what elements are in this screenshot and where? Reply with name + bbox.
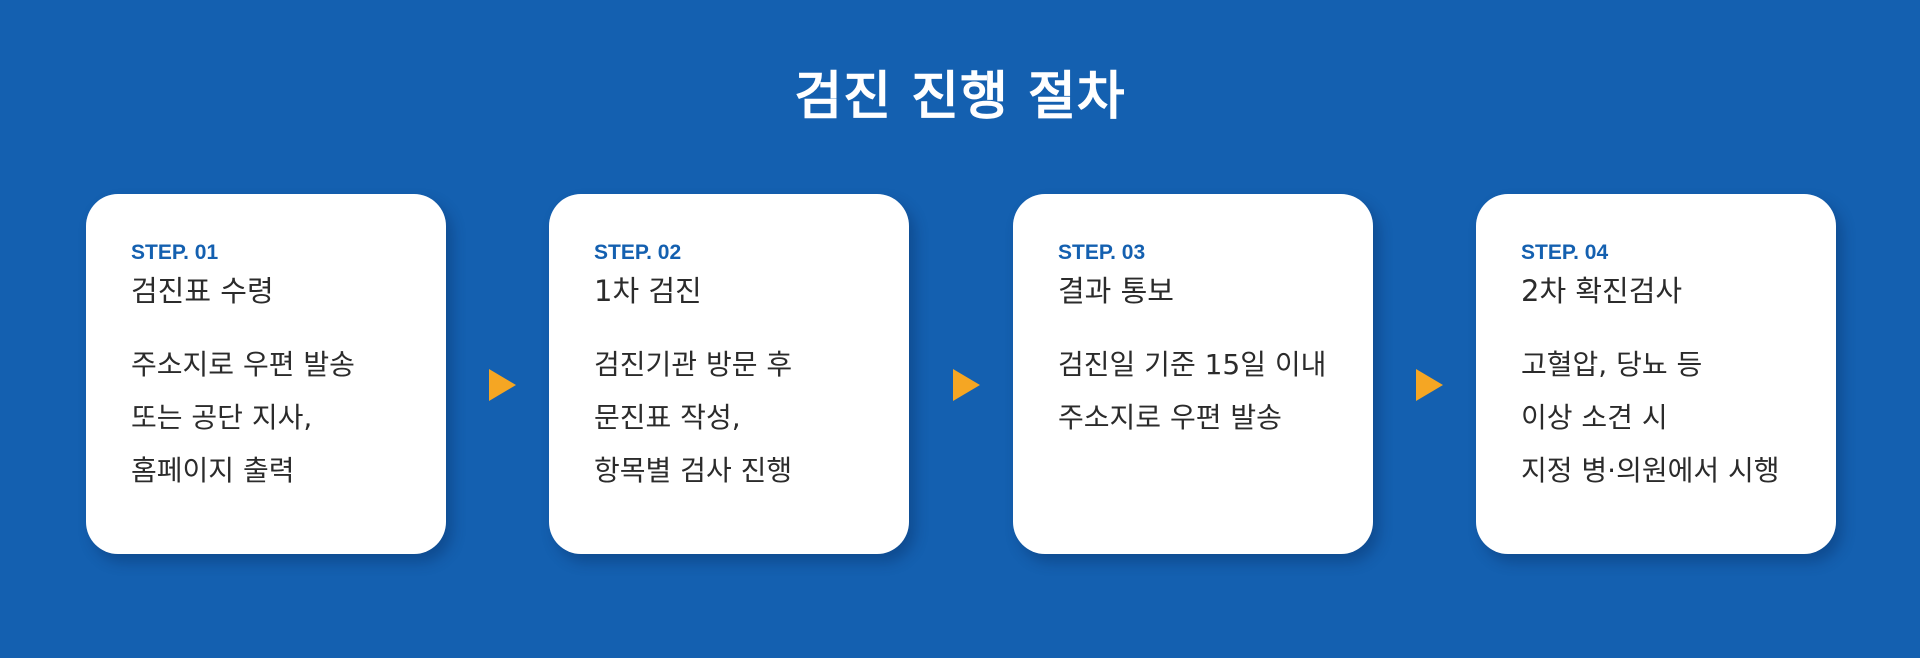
step-name: 2차 확진검사 <box>1521 274 1683 308</box>
step-card-1: STEP. 01 검진표 수령 주소지로 우편 발송 또는 공단 지사, 홈페이… <box>86 194 446 554</box>
step-description-line: 또는 공단 지사, <box>131 401 313 434</box>
step-name: 결과 통보 <box>1058 274 1174 308</box>
step-description: 고혈압, 당뇨 등 이상 소견 시 지정 병·의원에서 시행 <box>1521 338 1816 497</box>
page-title: 검진 진행 절차 <box>794 67 1126 127</box>
step-card-2: STEP. 02 1차 검진 검진기관 방문 후 문진표 작성, 항목별 검사 … <box>549 194 909 554</box>
step-description-line: 홈페이지 출력 <box>131 454 295 487</box>
arrow-right-icon <box>953 369 980 401</box>
step-description-line: 주소지로 우편 발송 <box>1058 401 1282 434</box>
step-label: STEP. 04 <box>1521 241 1609 264</box>
step-description-line: 지정 병·의원에서 시행 <box>1521 454 1780 487</box>
step-description-line: 주소지로 우편 발송 <box>131 348 355 381</box>
step-label: STEP. 03 <box>1058 241 1146 264</box>
step-card-3: STEP. 03 결과 통보 검진일 기준 15일 이내 주소지로 우편 발송 <box>1013 194 1373 554</box>
arrow-right-icon <box>1416 369 1443 401</box>
step-description-line: 문진표 작성, <box>594 401 741 434</box>
step-name: 1차 검진 <box>594 274 702 308</box>
step-description: 검진일 기준 15일 이내 주소지로 우편 발송 <box>1058 338 1353 444</box>
step-description-line: 검진일 기준 15일 이내 <box>1058 348 1327 381</box>
step-description: 주소지로 우편 발송 또는 공단 지사, 홈페이지 출력 <box>131 338 426 497</box>
step-description-line: 검진기관 방문 후 <box>594 348 793 381</box>
step-description-line: 항목별 검사 진행 <box>594 454 793 487</box>
step-description: 검진기관 방문 후 문진표 작성, 항목별 검사 진행 <box>594 338 889 497</box>
step-description-line: 이상 소견 시 <box>1521 401 1668 434</box>
step-label: STEP. 02 <box>594 241 682 264</box>
step-name: 검진표 수령 <box>131 274 274 308</box>
step-description-line: 고혈압, 당뇨 등 <box>1521 348 1703 381</box>
step-card-4: STEP. 04 2차 확진검사 고혈압, 당뇨 등 이상 소견 시 지정 병·… <box>1476 194 1836 554</box>
arrow-right-icon <box>489 369 516 401</box>
step-label: STEP. 01 <box>131 241 219 264</box>
